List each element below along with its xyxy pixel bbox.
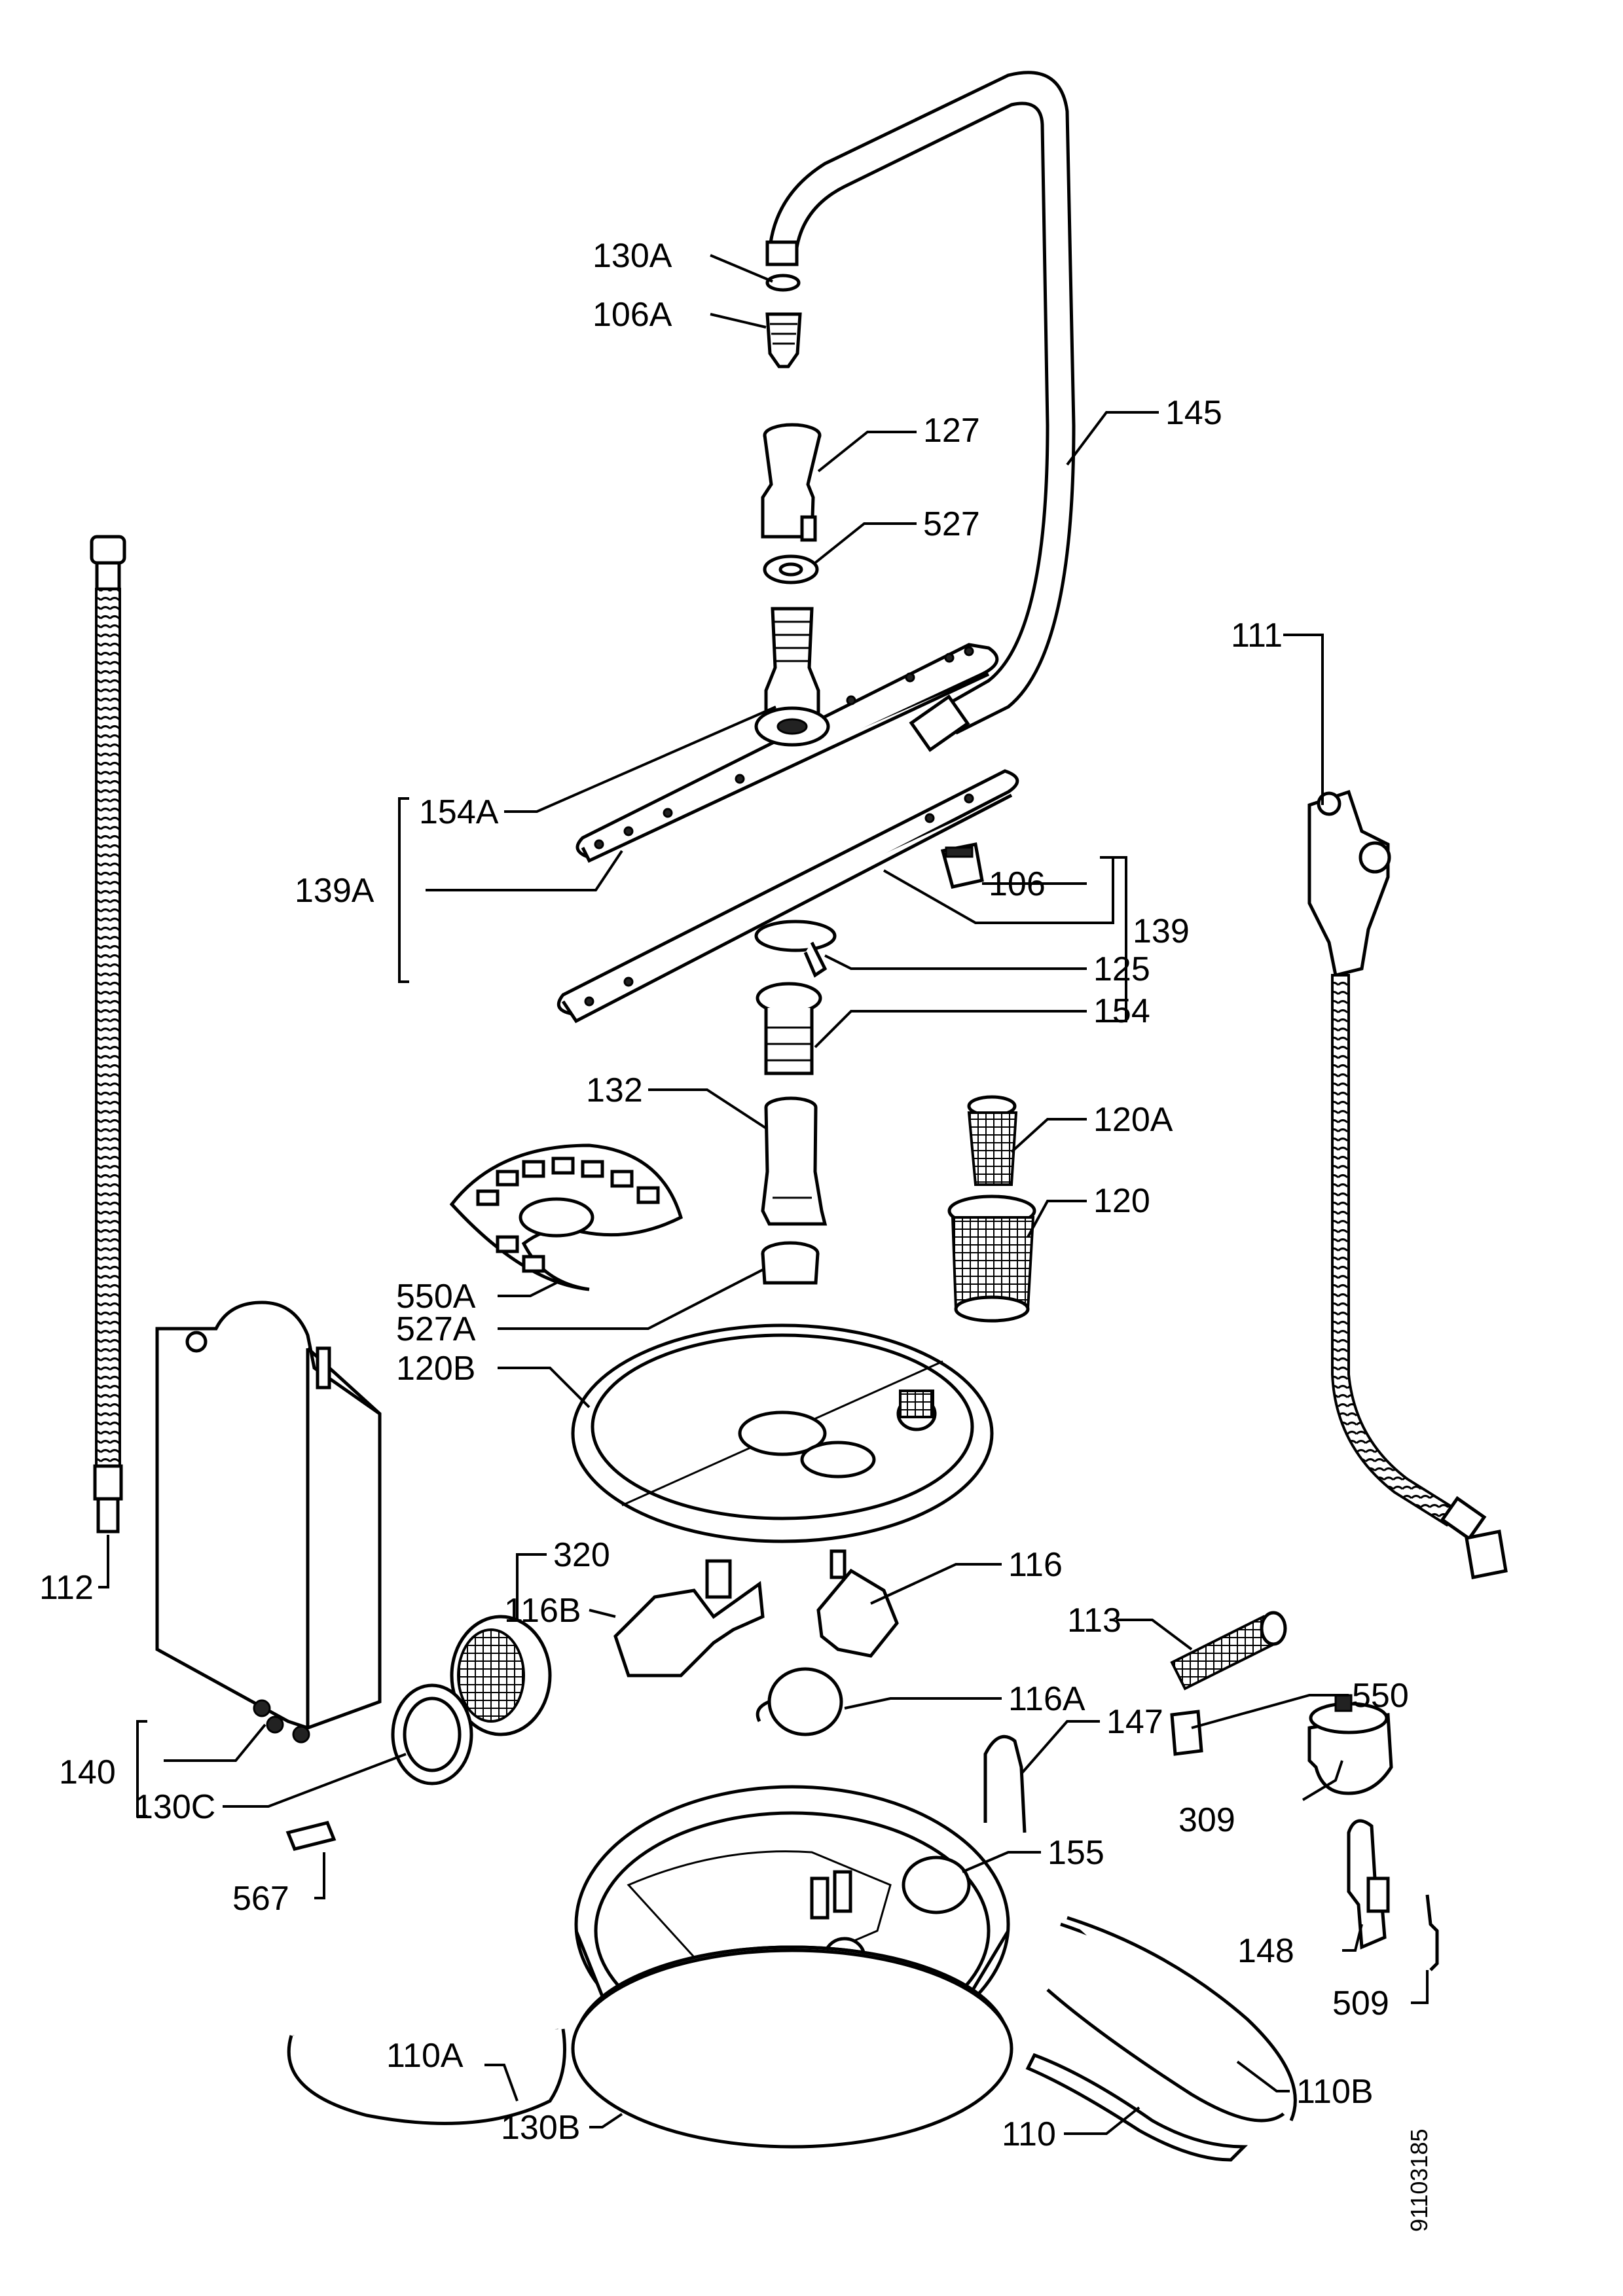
micro-filter-120A (967, 1095, 1018, 1186)
label-113: 113 (1067, 1602, 1122, 1640)
hose-110A (287, 2028, 566, 2125)
filter-plate-120B (571, 1323, 994, 1543)
label-116B: 116B (504, 1592, 581, 1630)
gasket-130B (571, 1945, 1013, 2149)
leader-lines (98, 254, 1429, 2135)
collar-527A (761, 1241, 820, 1285)
filter-120 (947, 1194, 1036, 1323)
drawing-number: 91103185 (1406, 2129, 1432, 2233)
label-154A: 154A (419, 793, 499, 831)
hose-110B (1046, 1916, 1297, 2123)
bracket-116B (613, 1559, 765, 1677)
block-550 (1170, 1710, 1203, 1756)
flap-116A (756, 1667, 843, 1736)
label-130B: 130B (501, 2109, 580, 2147)
wire-509 (1425, 1894, 1439, 1971)
coarse-filter-550A (449, 1143, 683, 1291)
label-110A: 110A (386, 2037, 464, 2075)
label-309: 309 (1178, 1801, 1235, 1839)
label-148: 148 (1237, 1932, 1294, 1970)
upper-spray-pipe-145 (765, 71, 1076, 753)
softener-140 (155, 1300, 382, 1744)
label-106A: 106A (593, 296, 672, 334)
label-527A: 527A (396, 1310, 476, 1348)
label-550A: 550A (396, 1278, 476, 1316)
clip-567 (285, 1821, 337, 1851)
label-120A: 120A (1093, 1101, 1173, 1139)
seal-130C (391, 1683, 473, 1785)
label-106: 106 (989, 865, 1046, 903)
clamp-147 (983, 1734, 1027, 1833)
nozzle-106A (765, 312, 802, 368)
lower-spray-arm-139 (556, 769, 1019, 1024)
label-130C: 130C (134, 1788, 215, 1826)
valve-116 (816, 1549, 899, 1658)
o-ring-130A (765, 274, 801, 292)
label-110: 110 (1002, 2115, 1056, 2153)
label-567: 567 (232, 1880, 289, 1918)
label-125: 125 (1093, 950, 1150, 988)
label-139: 139 (1133, 912, 1190, 950)
hub-154A (764, 607, 820, 715)
hub-154 (756, 982, 822, 1075)
label-145: 145 (1165, 394, 1222, 432)
label-509: 509 (1332, 1984, 1389, 2022)
float-switch-148 (1347, 1819, 1390, 1950)
filter-slots (476, 1157, 660, 1273)
label-116: 116 (1008, 1546, 1063, 1584)
label-132: 132 (586, 1071, 643, 1109)
label-120B: 120B (396, 1350, 475, 1388)
hose-110 (1025, 2053, 1249, 2162)
washer-527 (763, 554, 819, 584)
inlet-hose-112 (90, 535, 126, 1534)
label-154: 154 (1093, 992, 1150, 1030)
label-112: 112 (39, 1569, 94, 1607)
part-labels: 130A 106A 127 145 527 111 154A 139A 106 … (39, 237, 1432, 2232)
pressure-switch-309 (1307, 1694, 1393, 1795)
connector-127 (761, 423, 822, 542)
label-155: 155 (1048, 1834, 1104, 1872)
label-140: 140 (59, 1753, 116, 1791)
heater-113 (1170, 1611, 1287, 1691)
label-110B: 110B (1296, 2073, 1374, 2111)
nozzle-106 (940, 842, 984, 889)
label-116A: 116A (1008, 1680, 1085, 1718)
tube-132 (761, 1096, 828, 1226)
label-550: 550 (1352, 1677, 1409, 1715)
label-127: 127 (923, 412, 980, 450)
label-527: 527 (923, 505, 980, 543)
upper-spray-arm-139A (575, 643, 999, 863)
cap-320 (450, 1615, 552, 1736)
label-130A: 130A (593, 237, 672, 275)
label-320: 320 (553, 1536, 610, 1574)
drain-hose-111 (1307, 789, 1508, 1579)
label-111: 111 (1231, 617, 1283, 655)
clip-125 (754, 920, 837, 978)
label-147: 147 (1106, 1703, 1163, 1741)
label-139A: 139A (295, 872, 374, 910)
label-120: 120 (1093, 1182, 1150, 1220)
